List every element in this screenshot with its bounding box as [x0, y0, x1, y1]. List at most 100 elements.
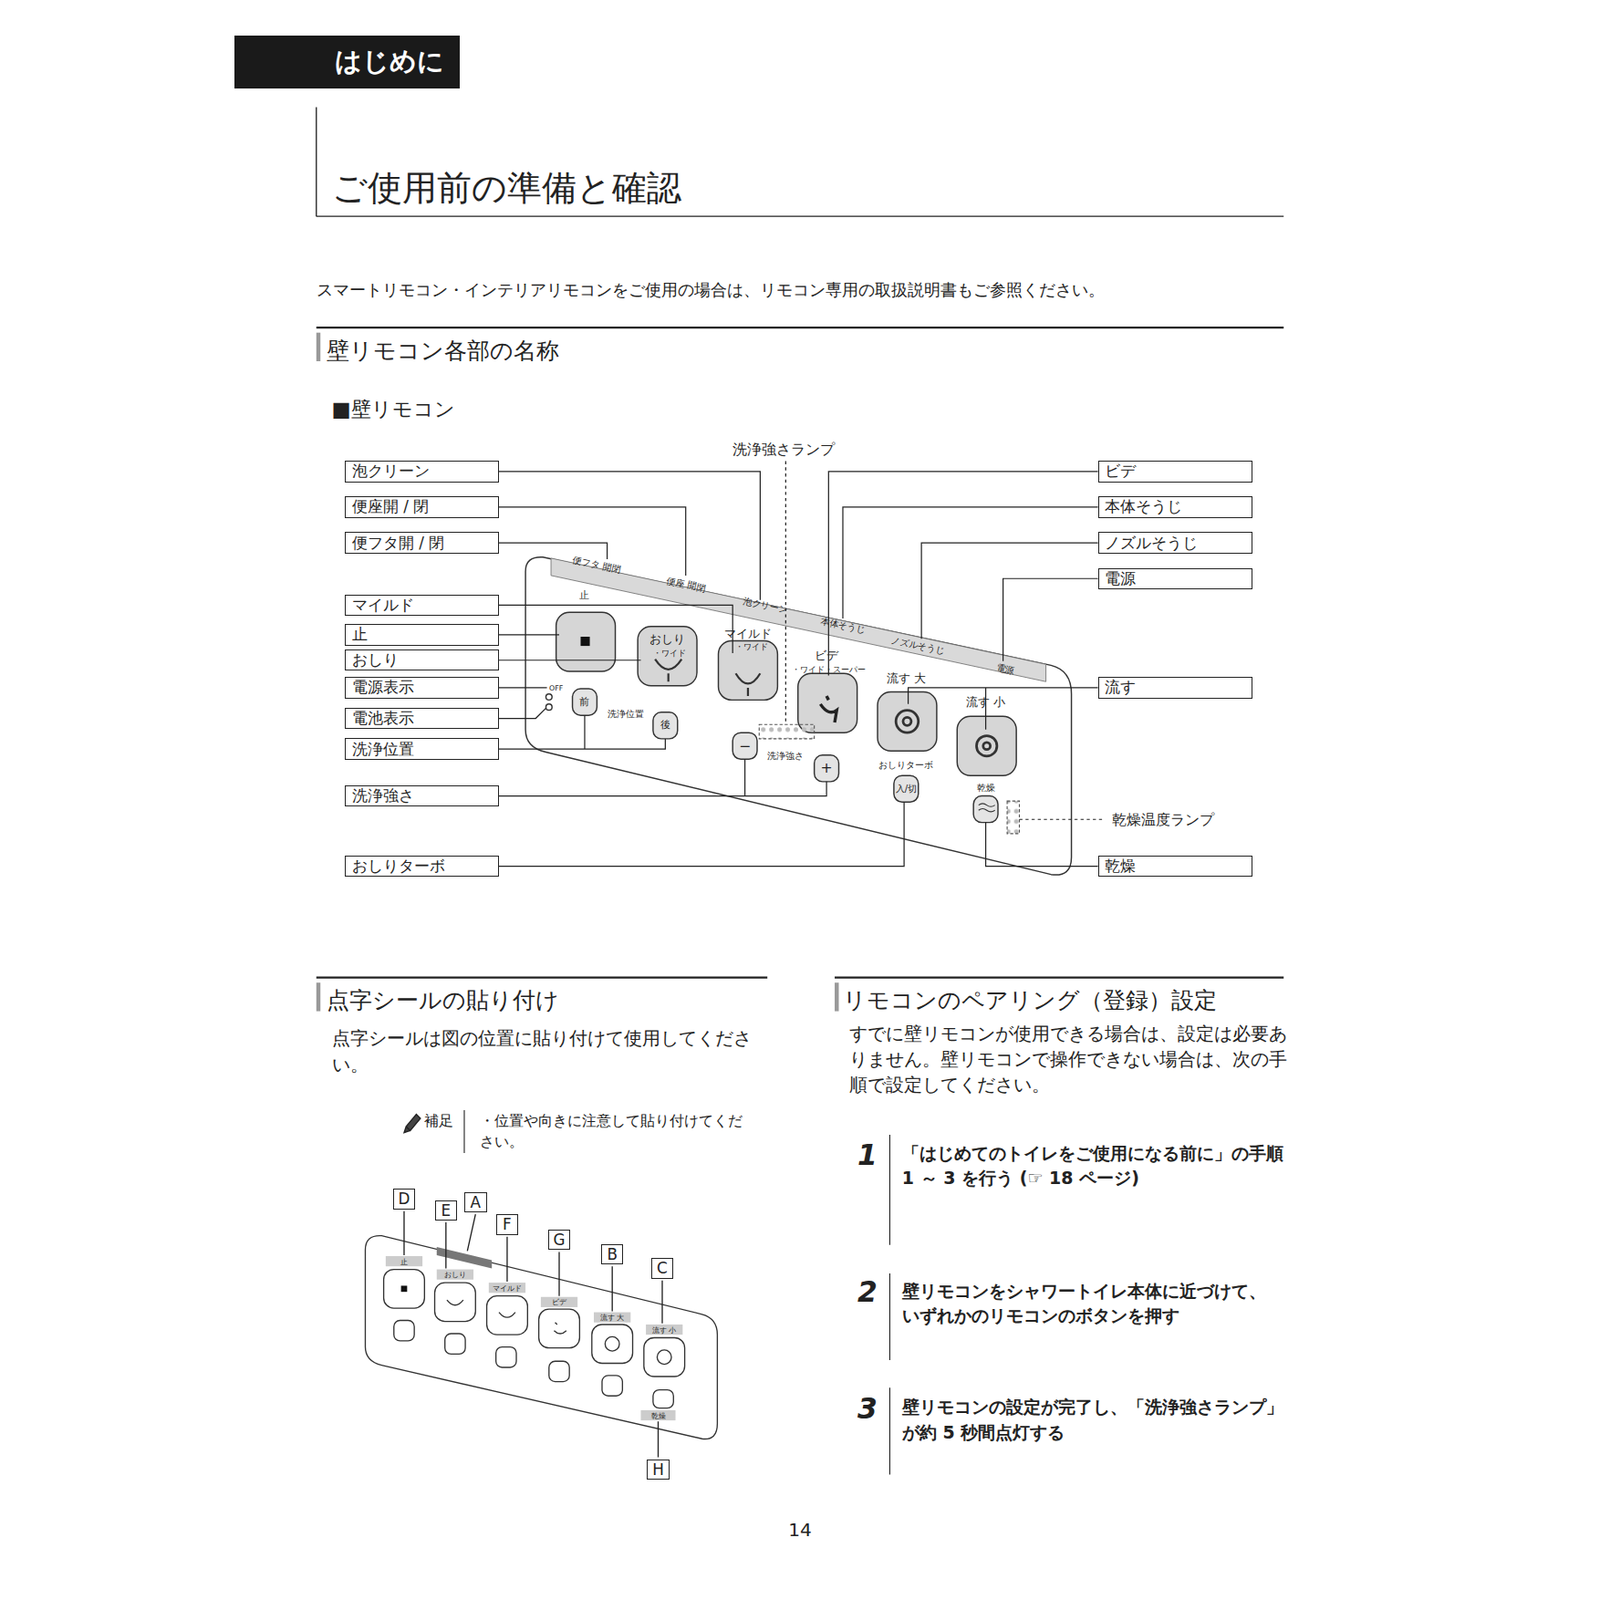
drawing-stroke [385, 1256, 423, 1267]
callout-label-box: おしりターボ [344, 855, 499, 877]
drawing-stroke [877, 691, 937, 751]
callout-label-box: 洗浄強さ [344, 785, 499, 807]
callout-label-box: 洗浄位置 [344, 737, 499, 759]
text-label: ・位置や向きに注意して貼り付けてください。 [479, 1111, 756, 1153]
drawing-stroke [394, 1319, 415, 1341]
drawing-stroke [445, 1333, 466, 1354]
page-title: ご使用前の準備と確認 [332, 163, 682, 214]
step-number: 1 [857, 1138, 878, 1172]
callout-text: A [470, 1193, 481, 1212]
callout-label-box: マイルド [344, 594, 499, 616]
drawing-stroke [401, 1285, 408, 1292]
drawing-stroke [364, 1236, 717, 1440]
drawing-stroke [1007, 800, 1019, 834]
callout-label-box: 便座開 / 閉 [344, 496, 499, 518]
drawing-stroke [921, 542, 1099, 639]
callout-text: F [502, 1215, 512, 1234]
drawing-stroke [834, 982, 839, 1011]
drawing-stroke [893, 775, 919, 802]
callout-letter-box: D [393, 1188, 416, 1209]
section-band: はじめに [234, 35, 460, 89]
text-label: リモコンのペアリング（登録）設定 [842, 984, 1217, 1018]
drawing-stroke [463, 1110, 465, 1154]
callout-text: 泡クリーン [352, 460, 430, 482]
text-label: 流す 小 [966, 695, 1006, 709]
page-number: 14 [788, 1519, 812, 1541]
leader-lines [498, 461, 1104, 867]
text-label: 洗浄位置 [607, 708, 645, 720]
callout-text: 止 [352, 623, 368, 645]
text-label: 壁リモコン各部の名称 [326, 334, 560, 368]
callout-letter-box: B [601, 1244, 624, 1265]
text-label: ビデ [551, 1298, 567, 1307]
drawing-stroke [654, 659, 682, 683]
drawing-stroke [580, 636, 590, 646]
drawing-stroke [498, 507, 686, 576]
drawing-stroke [404, 1211, 663, 1458]
callout-text: マイルド [352, 594, 415, 616]
text-label: 入/切 [895, 783, 917, 795]
drawing-stroke [736, 673, 761, 697]
callout-letter-box: C [651, 1257, 675, 1278]
text-label: ・ワイド [735, 642, 769, 652]
text-label: − [738, 737, 751, 755]
callout-label-box: 流す [1098, 676, 1253, 698]
drawing-stroke [498, 604, 733, 654]
text-label: おしり [444, 1270, 467, 1279]
drawing-stroke [498, 633, 560, 635]
page-rules [316, 106, 1284, 1475]
callout-text: 便座開 / 閉 [352, 496, 429, 518]
callout-label-box: 便フタ開 / 閉 [344, 531, 499, 553]
drawing-stroke [604, 1336, 620, 1351]
text-label: 流す 小 [652, 1325, 677, 1334]
callout-label-box: 電池表示 [344, 707, 499, 729]
drawing-stroke [637, 626, 697, 686]
drawing-stroke [640, 1410, 676, 1421]
callout-letter-box: F [496, 1214, 520, 1235]
callout-letter-box: A [464, 1192, 488, 1213]
text-label: 乾燥 [651, 1411, 666, 1420]
text-label: 洗浄強さ [767, 750, 804, 762]
step-number: 3 [857, 1392, 878, 1425]
text-label: 流す 大 [886, 671, 926, 686]
callout-text: ビデ [1104, 460, 1136, 482]
drawing-stroke [732, 732, 758, 759]
callout-text: D [398, 1189, 411, 1208]
callout-text: H [652, 1460, 665, 1479]
section-heading: はじめに [334, 43, 445, 81]
drawing-stroke [498, 715, 665, 749]
text-label: 点字シールの貼り付け [326, 984, 560, 1018]
drawing-stroke [593, 1312, 631, 1323]
drawing-stroke [316, 326, 1284, 329]
drawing-stroke [889, 1273, 891, 1361]
callout-label-box: ノズルそうじ [1098, 531, 1253, 553]
callout-label-box: 乾燥 [1098, 855, 1253, 877]
drawing-stroke [498, 801, 904, 866]
drawing-stroke [545, 704, 552, 711]
callout-text: 電池表示 [352, 707, 415, 729]
callout-text: おしりターボ [352, 855, 446, 877]
drawing-stroke [718, 640, 779, 700]
drawing-stroke [498, 707, 546, 718]
text-label: 止 [579, 590, 590, 603]
drawing-stroke [316, 215, 1284, 217]
callout-label-box: 本体そうじ [1098, 496, 1253, 518]
text-label: 点字シールは図の位置に貼り付けて使用してください。 [332, 1026, 771, 1079]
drawing-stroke [316, 982, 321, 1011]
callout-text: 電源表示 [352, 676, 415, 698]
text-label: 後 [660, 719, 671, 732]
drawing-stroke [498, 758, 827, 796]
drawing-stroke [496, 1347, 517, 1368]
drawing-stroke [436, 1269, 474, 1280]
text-label: 壁リモコンをシャワートイレ本体に近づけて、いずれかのリモコンのボタンを押す [902, 1278, 1280, 1330]
drawing-stroke [498, 686, 548, 688]
drawing-stroke [653, 1390, 674, 1409]
drawing-stroke [435, 1282, 477, 1322]
text-label: 洗浄強さランプ [729, 441, 838, 458]
text-label: ・ワイド [653, 648, 686, 658]
drawing-stroke [487, 1296, 529, 1336]
drawing-stroke [785, 461, 1104, 821]
drawing-stroke [986, 822, 1099, 867]
step-number: 2 [857, 1275, 878, 1309]
drawing-stroke [436, 1246, 492, 1268]
